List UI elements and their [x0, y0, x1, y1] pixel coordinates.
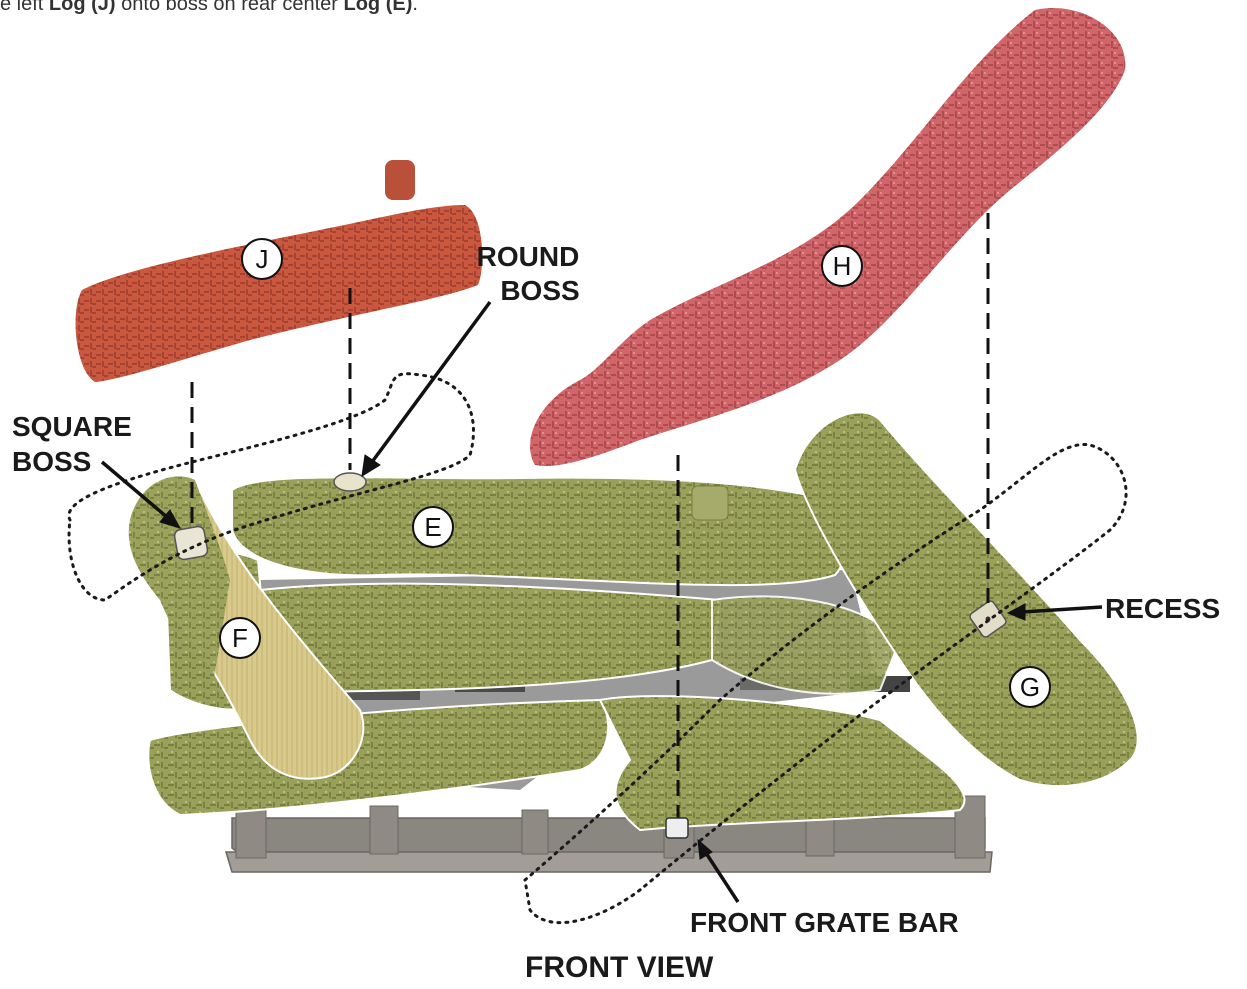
log-front-left: [148, 700, 608, 815]
instruction-text: e left Log (J) onto boss on rear center …: [0, 0, 418, 16]
log-j-reference: Log (J): [49, 0, 116, 15]
log-e-letter: E: [424, 512, 441, 542]
round-boss-label-line1: ROUND: [477, 241, 580, 272]
instruction-text-part3: .: [412, 0, 418, 15]
log-j-label: J: [242, 239, 282, 279]
grate-base: [226, 852, 992, 872]
log-f-letter: F: [232, 623, 248, 653]
log-h-label: H: [822, 246, 862, 286]
log-f-label: F: [220, 618, 260, 658]
log-j-letter: J: [256, 244, 269, 274]
round-boss-label-line2: BOSS: [500, 275, 579, 306]
instruction-text-part1: e left: [0, 0, 49, 15]
log-e-label: E: [413, 507, 453, 547]
square-boss-label-line2: BOSS: [12, 446, 91, 477]
log-e-stub: [692, 486, 728, 520]
log-e: [232, 477, 846, 585]
log-g-letter: G: [1020, 672, 1040, 702]
log-h: [530, 8, 1125, 466]
front-view-label: FRONT VIEW: [525, 951, 714, 984]
grate-bar-3: [522, 810, 548, 854]
log-g-label: G: [1010, 667, 1050, 707]
front-grate-bar-label: FRONT GRATE BAR: [690, 907, 959, 938]
log-h-letter: H: [833, 251, 852, 281]
grate-bar-2: [370, 806, 398, 854]
instruction-text-part2: onto boss on rear center: [116, 0, 344, 15]
log-j: [76, 205, 483, 382]
recess-label: RECESS: [1105, 593, 1220, 624]
square-boss-label-line1: SQUARE: [12, 411, 132, 442]
front-grate-bar-marker: [666, 818, 688, 838]
round-boss: [334, 473, 366, 491]
log-j-stub: [385, 160, 415, 200]
log-e-reference: Log (E): [344, 0, 413, 15]
